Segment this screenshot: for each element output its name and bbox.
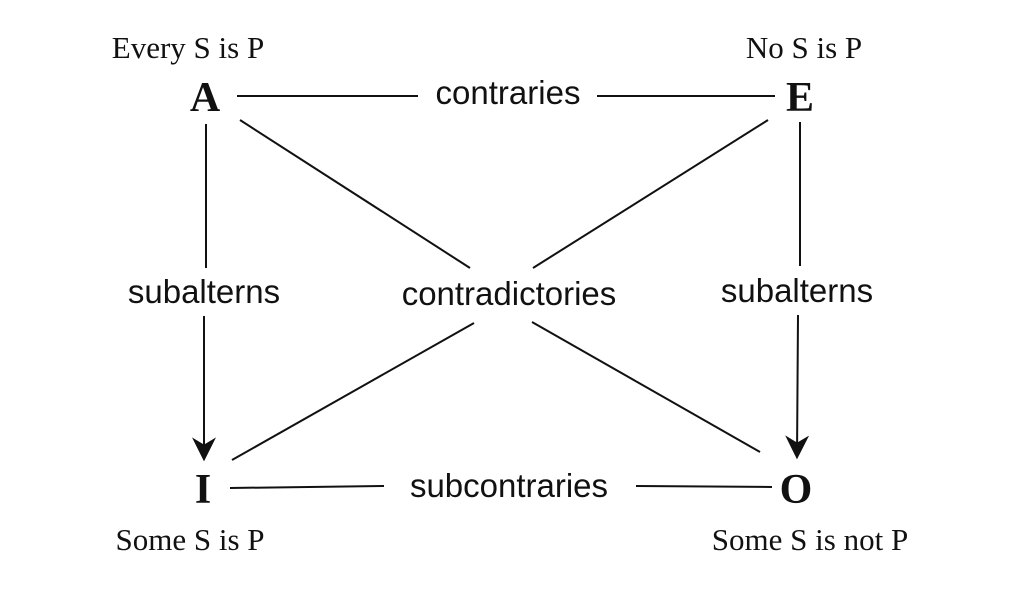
subalterns-left-label: subalterns — [128, 273, 280, 310]
contraries-label: contraries — [436, 74, 581, 111]
subcontraries-line-left — [229, 485, 385, 489]
diagonal-e-center — [532, 119, 769, 269]
corner-a-letter: A — [190, 75, 221, 121]
subalterns-right-label: subalterns — [721, 272, 873, 309]
diagonal-center-o — [531, 321, 761, 453]
subalterns-right-arrow — [785, 314, 810, 460]
corner-e-letter: E — [786, 75, 814, 121]
diagonal-a-center — [239, 119, 471, 269]
corner-o-letter: O — [780, 467, 813, 513]
corner-i-letter: I — [195, 467, 211, 513]
diagonal-center-i — [231, 322, 475, 461]
subcontraries-label: subcontraries — [410, 467, 608, 504]
corner-e-caption: No S is P — [746, 30, 862, 65]
corner-o-caption: Some S is not P — [712, 522, 908, 557]
corner-a-caption: Every S is P — [112, 30, 264, 65]
subcontraries-line-right — [635, 485, 773, 488]
corner-i-caption: Some S is P — [115, 522, 264, 557]
contradictories-label: contradictories — [402, 275, 617, 312]
